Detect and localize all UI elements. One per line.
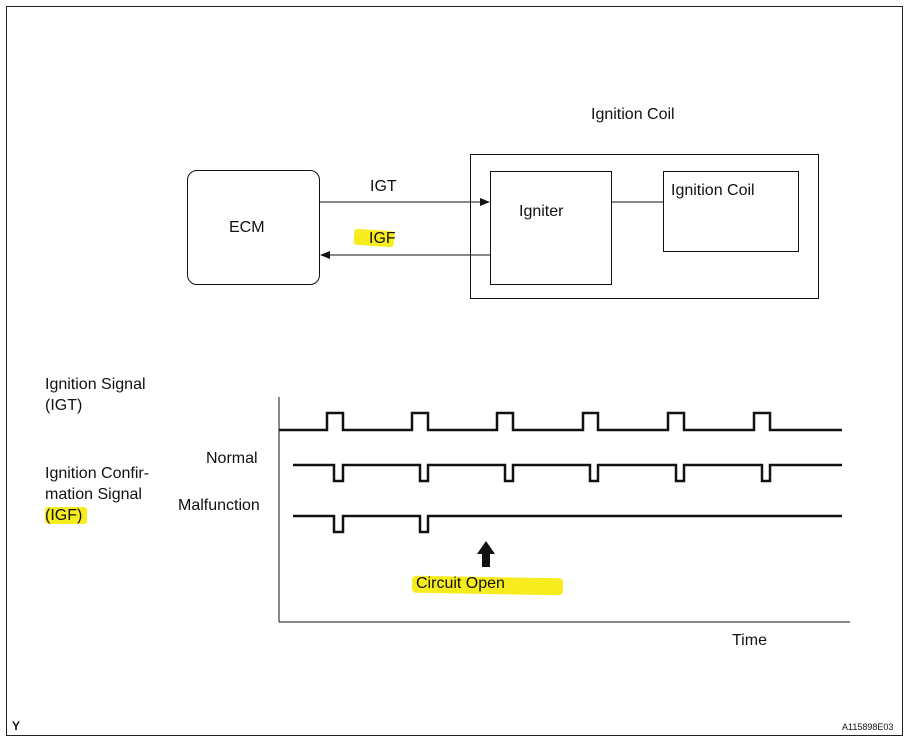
figure-id: A115898E03: [842, 722, 894, 732]
ignition-coil-group-title: Ignition Coil: [591, 106, 675, 123]
igf-malfunction-waveform: [293, 514, 842, 534]
figure-frame: [6, 6, 903, 736]
time-axis-label: Time: [732, 632, 767, 649]
igniter-block: [490, 171, 612, 285]
ignition-coil-block: [663, 171, 799, 252]
circuit-open-arrow: [477, 541, 495, 567]
igf-signal-label: Ignition Confir- mation Signal (IGF): [45, 465, 150, 524]
ecm-label: ECM: [229, 219, 265, 236]
normal-label: Normal: [206, 450, 258, 467]
igt-label: IGT: [370, 178, 397, 195]
ignition-coil-assembly: [470, 154, 819, 299]
igniter-label: Igniter: [519, 203, 564, 220]
igt-signal-label: Ignition Signal (IGT): [45, 376, 146, 414]
igf-label: IGF: [369, 230, 396, 247]
malfunction-label: Malfunction: [178, 497, 260, 514]
ignition-coil-label: Ignition Coil: [671, 182, 755, 199]
corner-mark: Y: [12, 719, 21, 733]
ecm-block: [187, 170, 320, 285]
circuit-open-label: Circuit Open: [416, 575, 505, 592]
igt-waveform: [279, 411, 842, 432]
igf-normal-waveform: [293, 463, 842, 483]
igf-signal-highlight: [45, 507, 87, 524]
